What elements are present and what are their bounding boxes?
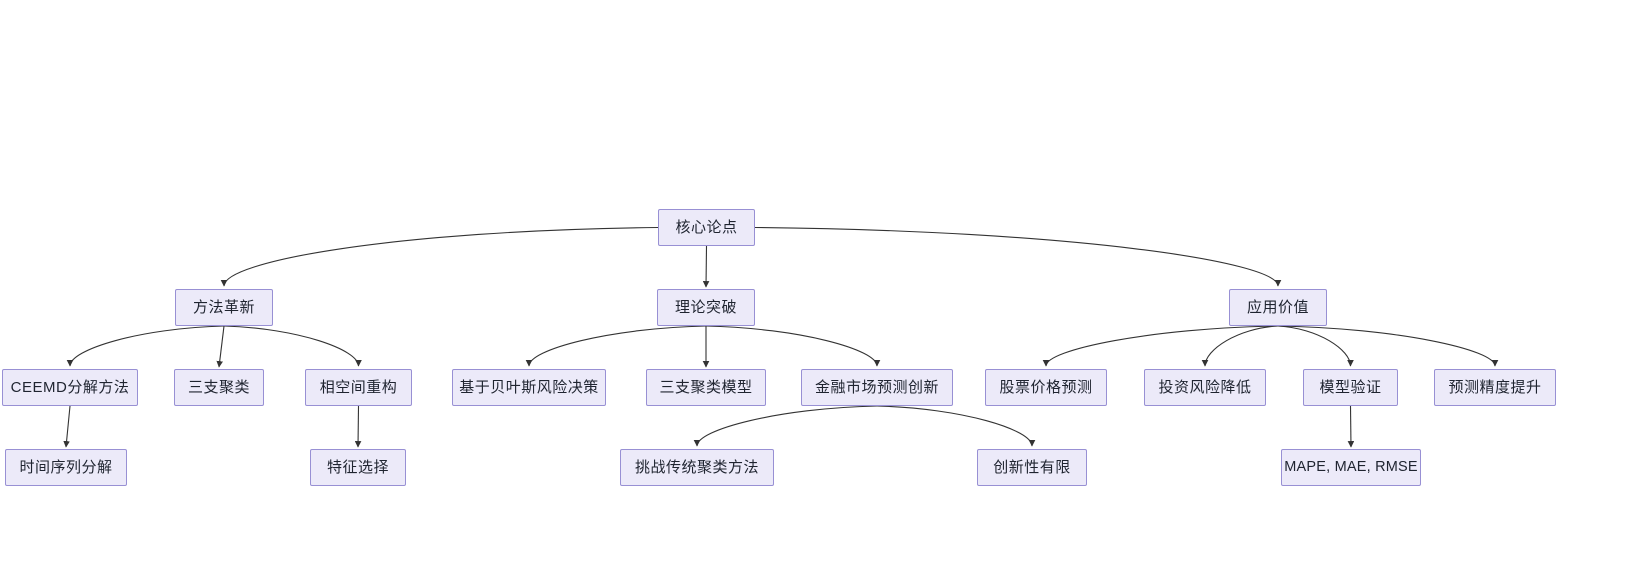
edge-ceemd-to-tsdecomp <box>63 405 71 448</box>
edge-value-to-modelval <box>1277 325 1354 367</box>
edge-root-to-value <box>754 226 1282 287</box>
node-label: 理论突破 <box>674 299 737 316</box>
edge-psr-to-featsel <box>354 405 362 448</box>
edge-root-to-method <box>220 226 659 287</box>
node-metrics[interactable]: MAPE, MAE, RMSE <box>1281 449 1421 486</box>
edge-method-to-psr <box>223 325 362 367</box>
edge-root-to-theory <box>702 245 710 288</box>
node-label: 挑战传统聚类方法 <box>634 459 759 476</box>
node-theory[interactable]: 理论突破 <box>657 289 755 326</box>
node-label: 应用价值 <box>1246 299 1309 316</box>
node-label: 预测精度提升 <box>1448 379 1542 396</box>
edge-modelval-to-metrics <box>1347 405 1355 448</box>
node-modelval[interactable]: 模型验证 <box>1303 369 1398 406</box>
node-tsdecomp[interactable]: 时间序列分解 <box>5 449 127 486</box>
node-label: 方法革新 <box>192 299 255 316</box>
edge-method-to-ceemd <box>66 325 225 367</box>
node-bayes[interactable]: 基于贝叶斯风险决策 <box>452 369 606 406</box>
node-label: 基于贝叶斯风险决策 <box>459 379 599 396</box>
node-stock[interactable]: 股票价格预测 <box>985 369 1107 406</box>
node-label: 时间序列分解 <box>19 459 113 476</box>
edge-finmarket-to-challenge <box>693 405 878 447</box>
node-label: 三支聚类模型 <box>659 379 753 396</box>
node-label: MAPE, MAE, RMSE <box>1284 459 1418 476</box>
node-challenge[interactable]: 挑战传统聚类方法 <box>620 449 774 486</box>
edge-value-to-stock <box>1042 325 1279 367</box>
edge-method-to-tsc <box>216 325 225 368</box>
node-finmarket[interactable]: 金融市场预测创新 <box>801 369 953 406</box>
node-tsc[interactable]: 三支聚类 <box>174 369 264 406</box>
node-limited[interactable]: 创新性有限 <box>977 449 1087 486</box>
node-label: 金融市场预测创新 <box>814 379 939 396</box>
node-label: 特征选择 <box>326 459 389 476</box>
node-psr[interactable]: 相空间重构 <box>305 369 412 406</box>
node-value[interactable]: 应用价值 <box>1229 289 1327 326</box>
edge-finmarket-to-limited <box>876 405 1036 447</box>
node-featsel[interactable]: 特征选择 <box>310 449 406 486</box>
node-ceemd[interactable]: CEEMD分解方法 <box>2 369 138 406</box>
node-method[interactable]: 方法革新 <box>175 289 273 326</box>
node-label: 三支聚类 <box>187 379 250 396</box>
node-accuracy[interactable]: 预测精度提升 <box>1434 369 1556 406</box>
node-riskdown[interactable]: 投资风险降低 <box>1144 369 1266 406</box>
node-label: CEEMD分解方法 <box>10 379 130 396</box>
node-label: 投资风险降低 <box>1158 379 1252 396</box>
edge-theory-to-bayes <box>525 325 707 367</box>
node-label: 相空间重构 <box>319 379 398 396</box>
node-label: 股票价格预测 <box>999 379 1093 396</box>
node-label: 创新性有限 <box>993 459 1071 476</box>
edge-theory-to-finmarket <box>705 325 881 367</box>
node-tscmodel[interactable]: 三支聚类模型 <box>646 369 766 406</box>
edge-value-to-riskdown <box>1201 325 1279 367</box>
node-root[interactable]: 核心论点 <box>658 209 755 246</box>
node-label: 核心论点 <box>675 219 738 236</box>
node-label: 模型验证 <box>1319 379 1382 396</box>
edge-value-to-accuracy <box>1277 325 1499 367</box>
